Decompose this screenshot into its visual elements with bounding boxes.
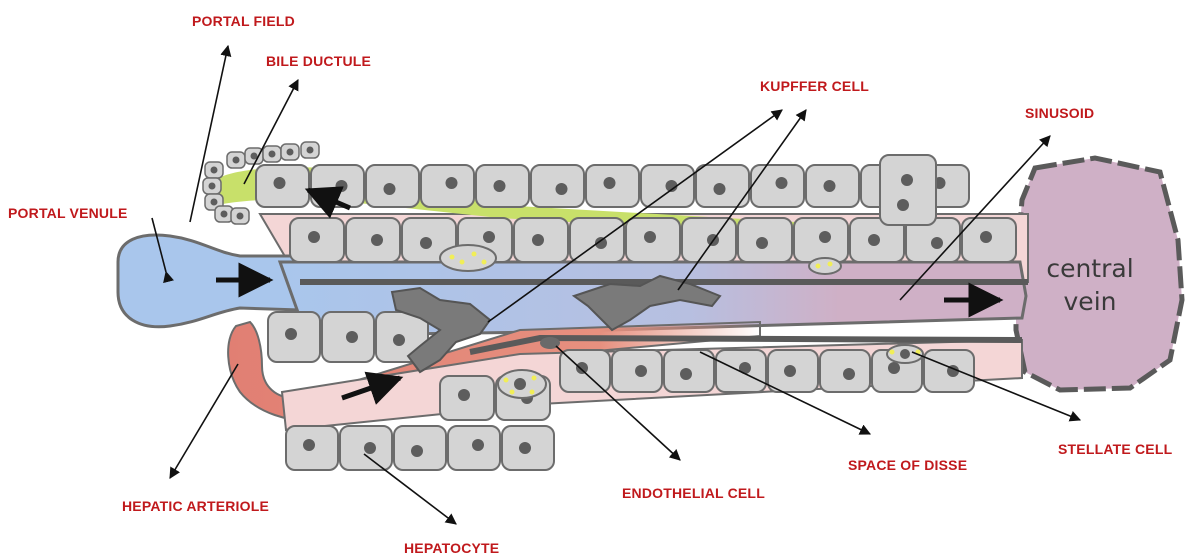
hepatocyte-nucleus — [756, 237, 768, 249]
hepatocyte-nucleus — [364, 442, 376, 454]
hepatocyte-nucleus — [897, 199, 909, 211]
hepatocyte-nucleus — [458, 389, 470, 401]
hepatocyte-cell — [880, 155, 936, 225]
hepatocyte-nucleus — [274, 177, 286, 189]
hepatocyte-nucleus — [843, 368, 855, 380]
bile-ductule-nucleus — [269, 151, 276, 158]
bile-ductule-nucleus — [211, 199, 218, 206]
hepatocyte-nucleus — [824, 180, 836, 192]
hepatocyte-nucleus — [446, 177, 458, 189]
hepatocyte-nucleus — [784, 365, 796, 377]
hepatocyte-nucleus — [576, 362, 588, 374]
hepatocyte-nucleus — [714, 183, 726, 195]
hepatocyte-nucleus — [888, 362, 900, 374]
label-bile-ductule: BILE DUCTULE — [266, 53, 371, 69]
hepatocyte-nucleus — [819, 231, 831, 243]
central-vein: central vein — [1016, 158, 1182, 390]
hepatocyte-nucleus — [336, 180, 348, 192]
bile-ductule-nucleus — [233, 157, 240, 164]
hepatocyte-nucleus — [519, 442, 531, 454]
label-sinusoid: SINUSOID — [1025, 105, 1094, 121]
label-hepatocyte: HEPATOCYTE — [404, 540, 499, 556]
hepatocyte-nucleus — [776, 177, 788, 189]
hepatocyte-nucleus — [384, 183, 396, 195]
stellate-cell-1 — [440, 245, 496, 271]
hepatocyte-nucleus — [980, 231, 992, 243]
bile-ductule-nucleus — [221, 211, 228, 218]
hepatocyte-nucleus — [411, 445, 423, 457]
hepatocyte-nucleus — [868, 234, 880, 246]
bile-ductule-nucleus — [287, 149, 294, 156]
hepatocyte-nucleus — [472, 439, 484, 451]
hepatocyte-nucleus — [494, 180, 506, 192]
stellate-cell-3 — [498, 370, 546, 398]
hepatocyte-nucleus — [604, 177, 616, 189]
hepatocyte-nucleus — [393, 334, 405, 346]
hepatocyte-nucleus — [371, 234, 383, 246]
label-kupffer-cell: KUPFFER CELL — [760, 78, 869, 94]
central-vein-label-line2: vein — [1064, 287, 1117, 316]
label-hepatic-arteriole: HEPATIC ARTERIOLE — [122, 498, 269, 514]
label-portal-venule: PORTAL VENULE — [8, 205, 128, 221]
hepatocyte-nucleus — [285, 328, 297, 340]
hepatocyte-nucleus — [303, 439, 315, 451]
hepatocyte-nucleus — [483, 231, 495, 243]
hepatocyte-nucleus — [931, 237, 943, 249]
label-portal-field: PORTAL FIELD — [192, 13, 295, 29]
hepatocytes-inner — [268, 312, 428, 362]
hepatocyte-nucleus — [308, 231, 320, 243]
leader-hepatic-arteriole — [170, 364, 238, 478]
bile-ductule-nucleus — [211, 167, 218, 174]
hepatocyte-nucleus — [680, 368, 692, 380]
label-space-of-disse: SPACE OF DISSE — [848, 457, 967, 473]
hepatocyte-nucleus — [556, 183, 568, 195]
hepatocyte-nucleus — [635, 365, 647, 377]
hepatocyte-nucleus — [420, 237, 432, 249]
bile-ductule-nucleus — [209, 183, 216, 190]
stellate-cell-2 — [809, 258, 841, 274]
bile-ductule-nucleus — [237, 213, 244, 220]
hepatocytes-upper — [256, 155, 1016, 262]
hepatocyte-nucleus — [644, 231, 656, 243]
hepatocyte-nucleus — [532, 234, 544, 246]
central-vein-label-line1: central — [1046, 254, 1133, 283]
bile-ductule-nucleus — [307, 147, 314, 154]
hepatocyte-nucleus — [346, 331, 358, 343]
label-endothelial-cell: ENDOTHELIAL CELL — [622, 485, 765, 501]
label-stellate-cell: STELLATE CELL — [1058, 441, 1173, 457]
hepatocyte-nucleus — [901, 174, 913, 186]
